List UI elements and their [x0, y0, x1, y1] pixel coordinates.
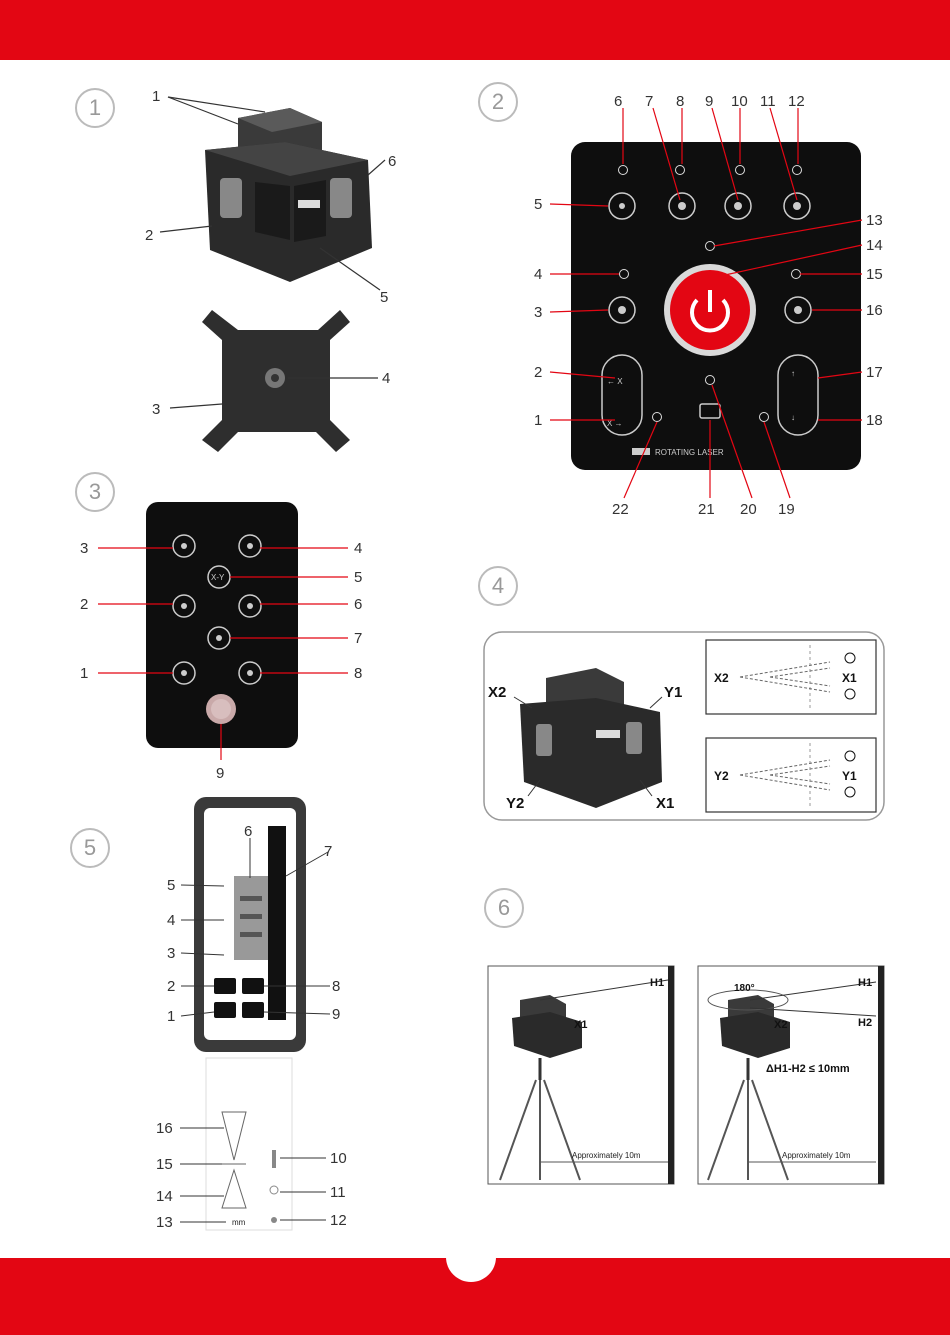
fig5-label-14: 14	[156, 1188, 173, 1205]
fig2-label-3: 3	[534, 304, 542, 321]
fig6-p1-distance: Approximately 10m	[572, 1151, 641, 1160]
fig2-label-5: 5	[534, 196, 542, 213]
fig3-label-9: 9	[216, 765, 224, 782]
fig5-label-6: 6	[244, 823, 252, 840]
fig6-p2-angle: 180°	[734, 983, 755, 994]
fig2-label-10: 10	[731, 93, 748, 110]
fig2-label-22: 22	[612, 501, 629, 518]
fig5-label-4: 4	[167, 912, 175, 929]
fig5-label-3: 3	[167, 945, 175, 962]
fig5-label-16: 16	[156, 1120, 173, 1137]
fig2-x-left-button: ← X	[607, 377, 623, 386]
fig5-label-13: 13	[156, 1214, 173, 1231]
fig3-label-3: 3	[80, 540, 88, 557]
fig3-label-2: 2	[80, 596, 88, 613]
fig3-label-5: 5	[354, 569, 362, 586]
fig5-label-7: 7	[324, 843, 332, 860]
fig2-label-16: 16	[866, 302, 883, 319]
fig1-laser-device	[205, 108, 372, 282]
fig2-label-12: 12	[788, 93, 805, 110]
fig5-label-15: 15	[156, 1156, 173, 1173]
fig5-label-11: 11	[330, 1184, 346, 1201]
fig1-label-3: 3	[152, 401, 160, 418]
fig2-label-19: 19	[778, 501, 795, 518]
fig2-label-9: 9	[705, 93, 713, 110]
fig1-label-2: 2	[145, 227, 153, 244]
fig5-label-8: 8	[332, 978, 340, 995]
fig3-label-6: 6	[354, 596, 362, 613]
fig5-label-12: 12	[330, 1212, 347, 1229]
fig1-label-1: 1	[152, 88, 160, 105]
fig2-label-4: 4	[534, 266, 542, 283]
fig1-label-5: 5	[380, 289, 388, 306]
fig3-label-1: 1	[80, 665, 88, 682]
fig2-label-13: 13	[866, 212, 883, 229]
fig2-label-11: 11	[760, 93, 776, 110]
fig2-label-2: 2	[534, 364, 542, 381]
fig6-p2-x2: X2	[774, 1019, 787, 1031]
fig2-label-8: 8	[676, 93, 684, 110]
fig2-brand-text: ROTATING LASER	[655, 448, 724, 457]
fig4-label-y1: Y1	[664, 684, 682, 701]
fig1-label-6: 6	[388, 153, 396, 170]
fig2-label-20: 20	[740, 501, 757, 518]
fig2-control-panel: ← X X → ↑ ↓ ROTATING LASER	[571, 142, 861, 470]
svg-text:mm: mm	[232, 1218, 246, 1227]
fig4-x-box-left: X2	[714, 671, 729, 685]
fig6-p2-distance: Approximately 10m	[782, 1151, 851, 1160]
fig5-label-10: 10	[330, 1150, 347, 1167]
fig4-label-x1: X1	[656, 795, 674, 812]
fig5-label-2: 2	[167, 978, 175, 995]
fig3-xy-button: X-Y	[211, 573, 225, 582]
fig3-label-7: 7	[354, 630, 362, 647]
fig6-p1-h1: H1	[650, 977, 664, 989]
fig4-y-box-left: Y2	[714, 769, 729, 783]
fig2-label-21: 21	[698, 501, 715, 518]
svg-text:↓: ↓	[791, 413, 795, 422]
fig5-label-1: 1	[167, 1008, 175, 1025]
fig6-p2-h1: H1	[858, 977, 872, 989]
fig2-label-15: 15	[866, 266, 883, 283]
fig2-label-6: 6	[614, 93, 622, 110]
fig5-label-9: 9	[332, 1006, 340, 1023]
page-number-circle	[446, 1232, 496, 1282]
fig4-axis-diagram	[484, 632, 884, 820]
fig6-p1-x1: X1	[574, 1019, 587, 1031]
fig2-label-18: 18	[866, 412, 883, 429]
fig2-label-1: 1	[534, 412, 542, 429]
fig2-label-7: 7	[645, 93, 653, 110]
fig4-x-box-right: X1	[842, 671, 857, 685]
fig6-p2-h2: H2	[858, 1017, 872, 1029]
fig4-label-x2: X2	[488, 684, 506, 701]
fig2-label-14: 14	[866, 237, 883, 254]
fig5-label-5: 5	[167, 877, 175, 894]
fig3-label-8: 8	[354, 665, 362, 682]
fig1-label-4: 4	[382, 370, 390, 387]
fig5-display-detail: mm	[180, 1058, 326, 1230]
fig3-remote-control: X-Y	[146, 502, 298, 748]
fig6-p2-formula: ΔH1-H2 ≤ 10mm	[766, 1063, 850, 1075]
fig4-y-box-right: Y1	[842, 769, 857, 783]
svg-text:↑: ↑	[791, 369, 795, 378]
fig1-base-bottom-view	[170, 310, 378, 452]
fig4-label-y2: Y2	[506, 795, 524, 812]
fig2-label-17: 17	[866, 364, 883, 381]
fig3-label-4: 4	[354, 540, 362, 557]
